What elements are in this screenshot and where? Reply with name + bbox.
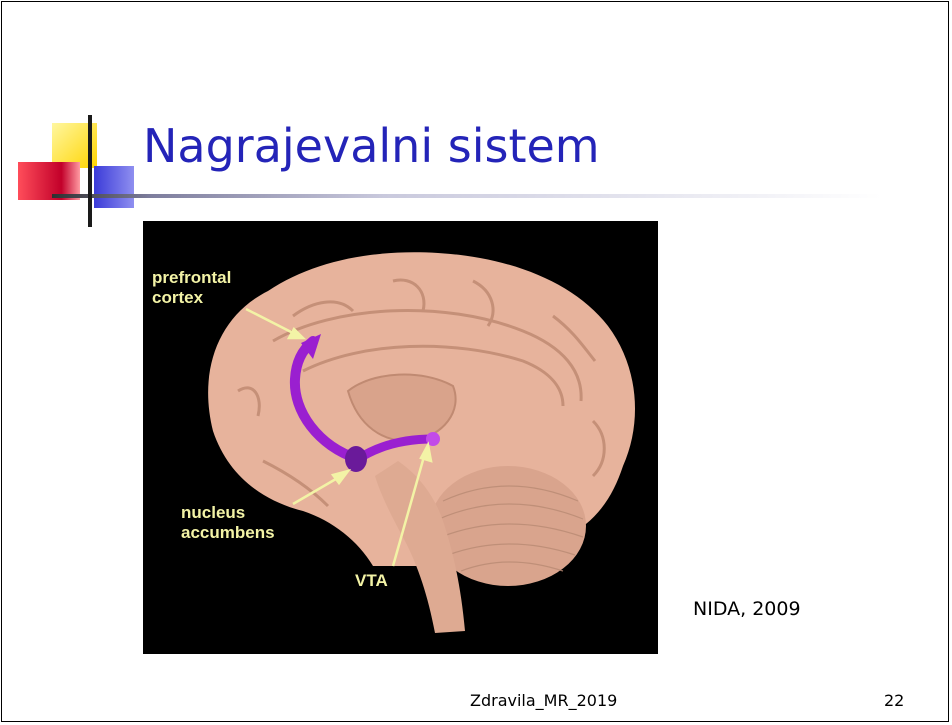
title-underline bbox=[52, 194, 882, 198]
nucleus-accumbens-marker bbox=[345, 446, 367, 472]
label-prefrontal-1: prefrontal bbox=[152, 268, 231, 287]
slide-title: Nagrajevalni sistem bbox=[143, 123, 600, 169]
brain-diagram-svg: prefrontal cortex nucleus accumbens VTA bbox=[143, 221, 658, 654]
decor-blue-square bbox=[94, 166, 134, 208]
brain-diagram: prefrontal cortex nucleus accumbens VTA bbox=[143, 221, 658, 654]
label-nucleus-2: accumbens bbox=[181, 523, 275, 542]
slide-footer: Zdravila_MR_2019 bbox=[470, 691, 617, 710]
label-nucleus-1: nucleus bbox=[181, 503, 245, 522]
decor-vertical-line bbox=[88, 115, 92, 227]
label-vta: VTA bbox=[355, 571, 388, 590]
label-prefrontal-2: cortex bbox=[152, 288, 204, 307]
page-number: 22 bbox=[884, 691, 904, 710]
image-credit: NIDA, 2009 bbox=[693, 598, 801, 620]
